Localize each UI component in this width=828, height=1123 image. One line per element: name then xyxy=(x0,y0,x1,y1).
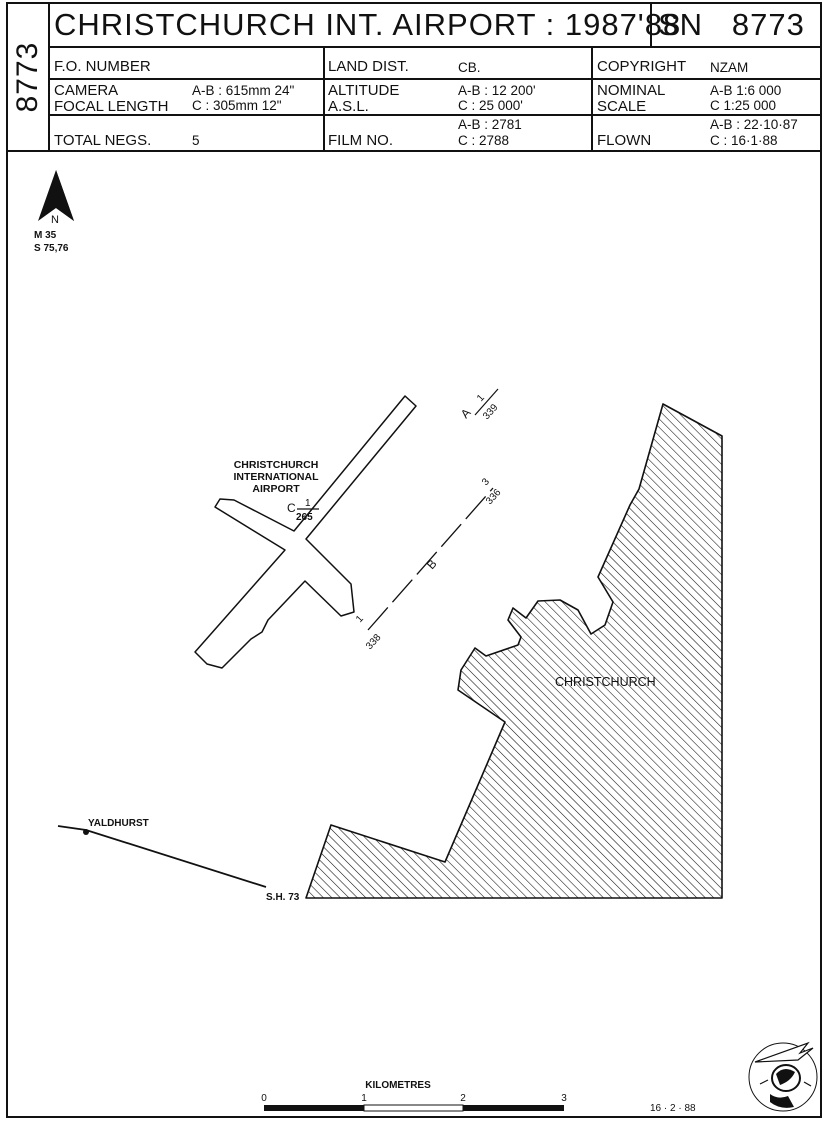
scale-ab-value: A-B 1:6 000 xyxy=(710,83,782,98)
sheet-ref-2: S 75,76 xyxy=(34,243,69,254)
yaldhurst-point-icon xyxy=(83,829,89,835)
map-date: 16 · 2 · 88 xyxy=(650,1103,696,1114)
run-b-start-top: 1 xyxy=(354,613,366,625)
scale-label: SCALE xyxy=(597,98,647,115)
sortie-number: SN 8773 xyxy=(658,7,805,43)
sheet-ref-1: M 35 xyxy=(34,230,57,241)
flown-label: FLOWN xyxy=(597,132,652,149)
sn-label: SN xyxy=(658,7,704,42)
camera-c-value: C : 305mm 12" xyxy=(192,98,282,113)
north-label: N xyxy=(51,214,59,226)
state-highway-73 xyxy=(57,825,267,888)
scale-title: KILOMETRES xyxy=(365,1080,431,1091)
run-c-label: C xyxy=(287,501,296,515)
run-c-bottom: 265 xyxy=(296,512,313,523)
side-sheet-number: 8773 xyxy=(8,4,50,150)
nz-aerial-mapping-logo-icon xyxy=(748,1041,818,1112)
scale-c-value: C 1:25 000 xyxy=(710,98,777,113)
altitude-ab-value: A-B : 12 200' xyxy=(458,83,536,98)
run-b-end-top: 3 xyxy=(480,476,492,488)
total-negs-label: TOTAL NEGS. xyxy=(54,132,152,149)
copyright-label: COPYRIGHT xyxy=(597,58,687,75)
run-b-start-bottom: 338 xyxy=(364,632,384,652)
nominal-label: NOMINAL xyxy=(597,82,666,99)
side-number-text: 8773 xyxy=(11,41,44,113)
run-c-top: 1 xyxy=(305,498,311,509)
flown-ab-value: A-B : 22·10·87 xyxy=(710,117,798,132)
run-a-label: A xyxy=(458,406,474,421)
asl-label: A.S.L. xyxy=(328,98,369,115)
camera-ab-value: A-B : 615mm 24" xyxy=(192,83,295,98)
run-a-fraction-line xyxy=(474,388,499,416)
highway-label: S.H. 73 xyxy=(266,892,300,903)
run-b-label: B xyxy=(424,557,440,572)
flight-line-b xyxy=(367,487,494,631)
title-row: CHRISTCHURCH INT. AIRPORT : 1987'88 SN 8… xyxy=(48,4,820,48)
yaldhurst-label: YALDHURST xyxy=(88,818,149,829)
altitude-label: ALTITUDE xyxy=(328,82,400,99)
fo-number-label: F.O. NUMBER xyxy=(54,58,151,75)
flown-c-value: C : 16·1·88 xyxy=(710,133,778,148)
camera-label: CAMERA xyxy=(54,82,119,99)
sheet-title: CHRISTCHURCH INT. AIRPORT : 1987'88 xyxy=(54,7,682,42)
airport-label-3: AIRPORT xyxy=(252,483,300,495)
info-header: 8773 CHRISTCHURCH INT. AIRPORT : 1987'88… xyxy=(8,4,820,152)
sortie-number-box: SN 8773 xyxy=(650,4,822,46)
run-a-top: 1 xyxy=(475,392,487,404)
film-ab-value: A-B : 2781 xyxy=(458,117,522,132)
scale-bar xyxy=(264,1104,564,1112)
map-svg: N M 35 S 75,76 B 1 338 3 336 A 1 339 CHR… xyxy=(34,170,818,1114)
total-negs-value: 5 xyxy=(192,133,200,148)
scale-tick-2: 2 xyxy=(460,1093,466,1104)
city-label: CHRISTCHURCH xyxy=(555,675,656,689)
copyright-value: NZAM xyxy=(710,60,749,75)
sn-number: 8773 xyxy=(731,7,805,42)
focal-length-label: FOCAL LENGTH xyxy=(54,98,169,115)
altitude-c-value: C : 25 000' xyxy=(458,98,523,113)
christchurch-urban-area xyxy=(305,403,723,899)
airport-label-2: INTERNATIONAL xyxy=(234,471,320,483)
map-sheet: 8773 CHRISTCHURCH INT. AIRPORT : 1987'88… xyxy=(6,2,822,1118)
film-no-label: FILM NO. xyxy=(328,132,394,149)
scale-tick-1: 1 xyxy=(361,1093,367,1104)
scale-tick-3: 3 xyxy=(561,1093,567,1104)
details-grid: F.O. NUMBER LAND DIST. CB. COPYRIGHT NZA… xyxy=(48,46,820,150)
map-area: N M 35 S 75,76 B 1 338 3 336 A 1 339 CHR… xyxy=(8,150,820,1116)
airport-label-1: CHRISTCHURCH xyxy=(234,459,319,471)
land-dist-label: LAND DIST. xyxy=(328,58,409,75)
scale-tick-0: 0 xyxy=(261,1093,267,1104)
film-c-value: C : 2788 xyxy=(458,133,510,148)
land-dist-value: CB. xyxy=(458,60,481,75)
run-b-end-bottom: 336 xyxy=(484,487,504,507)
airport-runways xyxy=(194,395,417,669)
north-arrow-icon xyxy=(38,170,74,221)
